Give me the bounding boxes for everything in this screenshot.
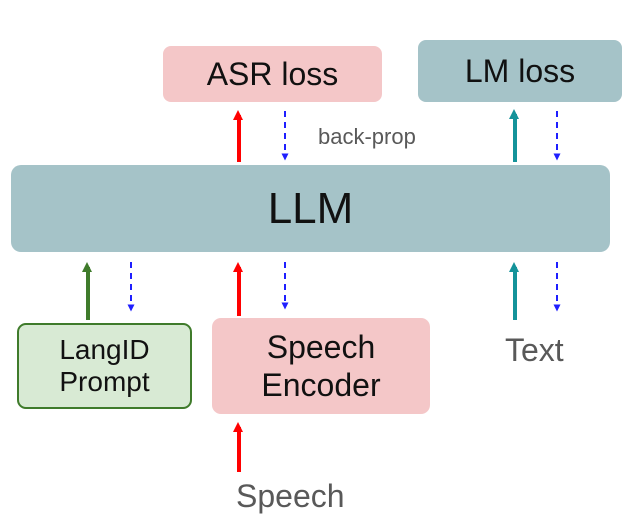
forward-arrows — [82, 109, 519, 472]
asr-loss-label: ASR loss — [206, 55, 339, 92]
text-input-label: Text — [505, 332, 564, 368]
langid-label-line-2: Prompt — [59, 366, 150, 397]
llm-box: LLM — [11, 165, 610, 252]
speech-encoder-label-line-2: Encoder — [261, 367, 381, 403]
langid-label-line-1: LangID — [59, 334, 150, 365]
asr-loss-box: ASR loss — [163, 46, 382, 102]
speech-encoder-box: Speech Encoder — [212, 318, 430, 414]
speech-encoder-label-line-1: Speech — [266, 329, 376, 365]
lm-loss-box: LM loss — [418, 40, 622, 102]
speech-input-label: Speech — [236, 478, 345, 514]
llm-label: LLM — [267, 183, 354, 233]
langid-prompt-box: LangID Prompt — [17, 323, 192, 409]
backprop-arrows — [127, 111, 561, 312]
lm-loss-label: LM loss — [464, 52, 576, 89]
backprop-label: back-prop — [318, 124, 416, 149]
